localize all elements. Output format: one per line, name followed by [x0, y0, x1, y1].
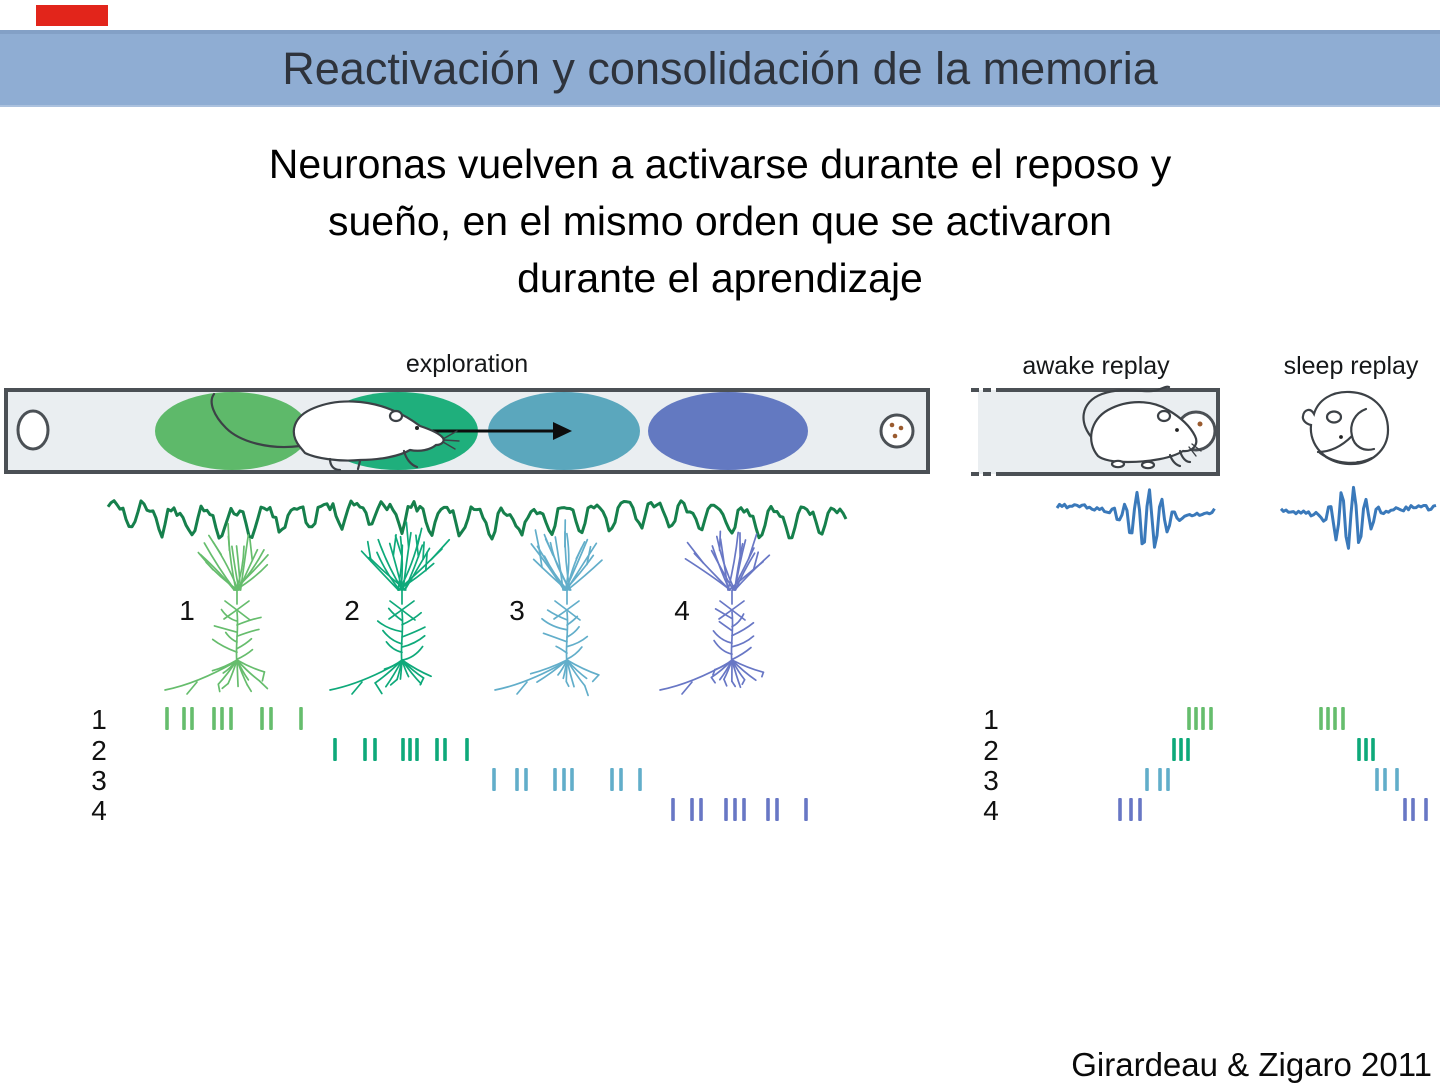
label-sleep-replay: sleep replay	[1284, 352, 1419, 380]
neuron-drawing	[494, 519, 603, 697]
place-field-1	[155, 392, 309, 470]
raster-left-label-2: 2	[91, 735, 107, 766]
food-pellets	[889, 422, 904, 439]
raster-row	[1375, 768, 1399, 791]
start-well	[16, 409, 50, 451]
citation: Girardeau & Zigaro 2011	[1071, 1046, 1432, 1083]
raster-left-label-3: 3	[91, 765, 107, 796]
awake-ripple-trace	[1055, 488, 1216, 549]
exploration-track	[4, 388, 930, 474]
raster-right-label-2: 2	[983, 735, 999, 766]
title-bar: Reactivación y consolidación de la memor…	[0, 30, 1440, 107]
subtitle-line: durante el aprendizaje	[517, 255, 923, 301]
neuron-label-4: 4	[674, 595, 690, 626]
place-field-4	[648, 392, 808, 470]
neuron-drawing	[329, 521, 451, 695]
sleep-ripple-trace	[1279, 485, 1437, 550]
subtitle-line: sueño, en el mismo orden que se activaro…	[327, 198, 1112, 244]
raster-right-label-3: 3	[983, 765, 999, 796]
raster-row	[333, 738, 469, 761]
raster-left-label-1: 1	[91, 704, 107, 735]
label-exploration: exploration	[406, 350, 528, 378]
pyramidal-neurons	[164, 519, 771, 697]
awake-track	[971, 385, 1220, 476]
neuron-drawing	[659, 530, 771, 695]
awake-food-pellet	[1197, 421, 1203, 427]
awake-track-border	[996, 388, 1220, 476]
raster-sleep-replay	[1319, 707, 1428, 821]
raster-row	[1172, 738, 1190, 761]
raster-right-label-1: 1	[983, 704, 999, 735]
raster-row	[1118, 798, 1142, 821]
subtitle-line: Neuronas vuelven a activarse durante el …	[268, 141, 1172, 187]
direction-arrow	[425, 422, 572, 440]
raster-row	[1319, 707, 1345, 730]
food-well	[879, 413, 915, 449]
raster-exploration	[165, 707, 808, 821]
raster-row	[1357, 738, 1375, 761]
accent-red-bar	[36, 5, 108, 26]
raster-left-label-4: 4	[91, 795, 107, 826]
rat-sleeping-icon	[1301, 390, 1390, 466]
raster-row	[1145, 768, 1170, 791]
raster-right-label-4: 4	[983, 795, 999, 826]
rat-awake-icon	[1082, 385, 1202, 470]
track-dashes	[971, 388, 991, 476]
rat-exploring-icon	[210, 392, 460, 472]
raster-row	[165, 707, 303, 730]
slide-title: Reactivación y consolidación de la memor…	[282, 42, 1158, 94]
raster-awake-replay	[1118, 707, 1213, 821]
subtitle-text: Neuronas vuelven a activarse durante el …	[0, 136, 1440, 307]
raster-row	[1187, 707, 1213, 730]
neuron-label-3: 3	[509, 595, 525, 626]
neuron-label-1: 1	[179, 595, 195, 626]
neuron-label-2: 2	[344, 595, 360, 626]
neuron-drawing	[164, 522, 269, 695]
raster-row	[671, 798, 808, 821]
raster-row	[1403, 798, 1428, 821]
theta-lfp-trace	[106, 499, 848, 541]
label-awake-replay: awake replay	[1022, 352, 1170, 380]
raster-row	[492, 768, 642, 791]
